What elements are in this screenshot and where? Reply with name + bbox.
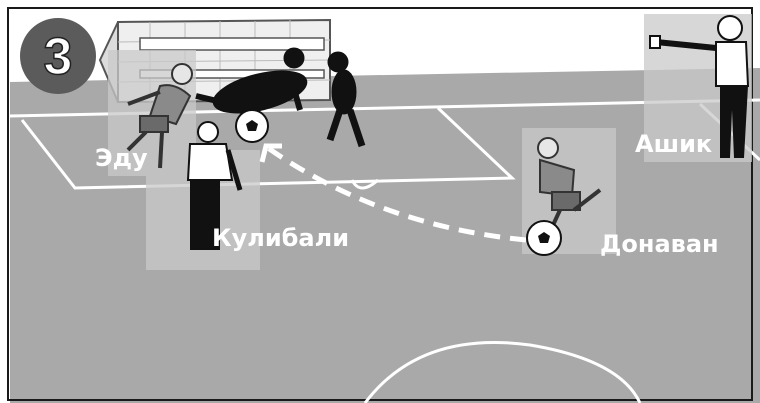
soccer-ball-icon bbox=[236, 110, 268, 142]
player-label-donavan: Донаван bbox=[600, 230, 719, 258]
player-label-ashik: Ашик bbox=[635, 130, 712, 158]
step-number: 3 bbox=[44, 28, 73, 86]
player-label-kulibali: Кулибали bbox=[212, 224, 349, 252]
soccer-ball-icon bbox=[527, 221, 561, 255]
player-label-edu: Эду bbox=[95, 144, 148, 172]
step-badge: 3 bbox=[20, 18, 96, 94]
